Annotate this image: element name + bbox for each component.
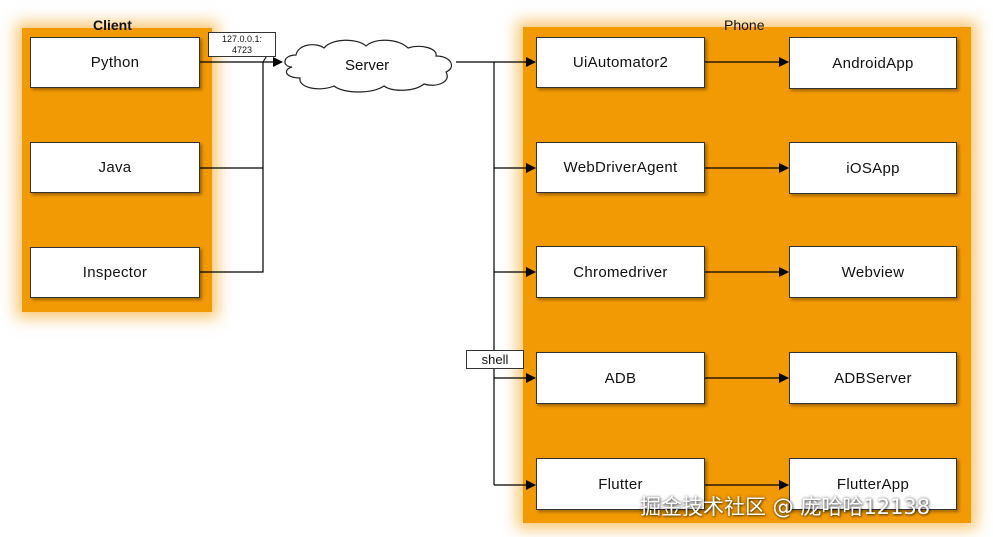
client-title: Client <box>93 17 132 33</box>
inspector-link-line <box>200 62 264 273</box>
target-node-androidapp: AndroidApp <box>789 37 957 89</box>
driver-node-chromedriver: Chromedriver <box>536 246 705 298</box>
target-node-adbserver: ADBServer <box>789 352 957 404</box>
watermark-text: 掘金技术社区 @ 庞哈哈12138 <box>640 495 931 519</box>
phone-title: Phone <box>724 17 765 33</box>
driver-node-adb: ADB <box>536 352 705 404</box>
server-address-tag: 127.0.0.1: 4723 <box>208 32 276 57</box>
driver-node-uiautomator2: UiAutomator2 <box>536 37 705 88</box>
server-label: Server <box>345 57 390 74</box>
driver-node-webdriveragent: WebDriverAgent <box>536 142 705 193</box>
client-node-python: Python <box>30 37 200 88</box>
server-address-line2: 4723 <box>231 44 253 55</box>
client-node-java: Java <box>30 142 200 193</box>
server-cloud <box>284 39 453 93</box>
target-node-flutterapp: FlutterApp <box>789 458 957 510</box>
client-node-inspector: Inspector <box>30 247 200 298</box>
shell-tag: shell <box>466 350 524 369</box>
server-address-line1: 127.0.0.1: <box>221 33 263 44</box>
target-node-webview: Webview <box>789 246 957 298</box>
target-node-iosapp: iOSApp <box>789 142 957 194</box>
driver-node-flutter: Flutter <box>536 458 705 510</box>
